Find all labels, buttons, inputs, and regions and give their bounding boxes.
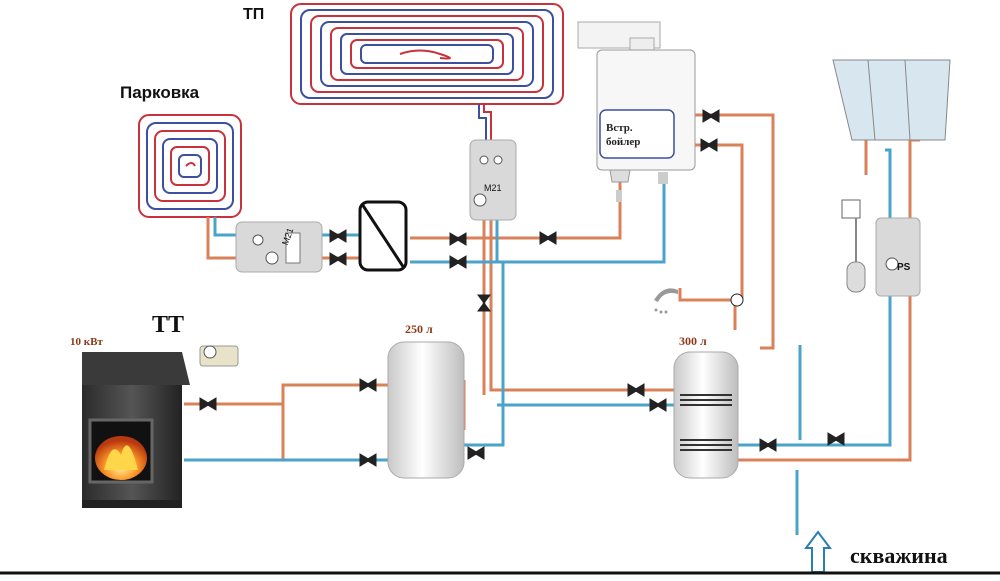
boiler-label-line2: бойлер <box>606 136 641 148</box>
solar-group-label: PS <box>897 262 911 273</box>
butterfly-valve-icon <box>827 432 845 446</box>
buffer-tank-250 <box>387 341 465 479</box>
butterfly-valve-icon <box>449 232 467 246</box>
mixing-group-parking <box>235 221 323 273</box>
butterfly-valve-icon <box>700 138 718 152</box>
check-valve-icon <box>730 293 744 307</box>
parking-loop <box>138 114 242 260</box>
butterfly-valve-icon <box>359 378 377 392</box>
butterfly-valve-icon <box>329 252 347 266</box>
solid-fuel-stove <box>82 345 239 508</box>
butterfly-valve-icon <box>649 398 667 412</box>
underfloor-label: ТП <box>243 6 265 23</box>
butterfly-valve-icon <box>539 231 557 245</box>
parking-label: Парковка <box>120 83 200 102</box>
dhw-tank-300 <box>673 351 739 479</box>
mixing-group-underfloor <box>469 139 517 221</box>
up-arrow-icon <box>804 530 832 573</box>
butterfly-valve-icon <box>467 446 485 460</box>
hot-pipes <box>184 113 920 462</box>
butterfly-valve-icon <box>329 229 347 243</box>
solid-fuel-boiler-label: ТТ <box>152 312 185 338</box>
butterfly-valve-icon <box>199 397 217 411</box>
valves <box>199 109 845 467</box>
solar-collector <box>832 59 951 141</box>
solar-pump-group <box>841 199 921 297</box>
cold-pipes <box>184 148 892 535</box>
well-label: скважина <box>850 543 948 568</box>
mixer-label-underfloor: M21 <box>484 183 502 193</box>
built-in-boiler-label: Встр. бойлер <box>606 121 640 149</box>
heat-exchanger-icon <box>358 200 408 272</box>
butterfly-valve-icon <box>759 438 777 452</box>
tank-300-label: 300 л <box>679 334 707 348</box>
boiler-power-label: 10 кВт <box>70 336 103 348</box>
shower-icon <box>654 288 678 314</box>
butterfly-valve-icon <box>449 255 467 269</box>
wall-boiler <box>577 21 696 202</box>
tank-250-label: 250 л <box>405 322 433 336</box>
boiler-label-line1: Встр. <box>606 122 633 134</box>
butterfly-valve-icon <box>477 294 491 312</box>
butterfly-valve-icon <box>702 109 720 123</box>
butterfly-valve-icon <box>359 453 377 467</box>
underfloor-loop <box>290 3 564 140</box>
butterfly-valve-icon <box>627 383 645 397</box>
